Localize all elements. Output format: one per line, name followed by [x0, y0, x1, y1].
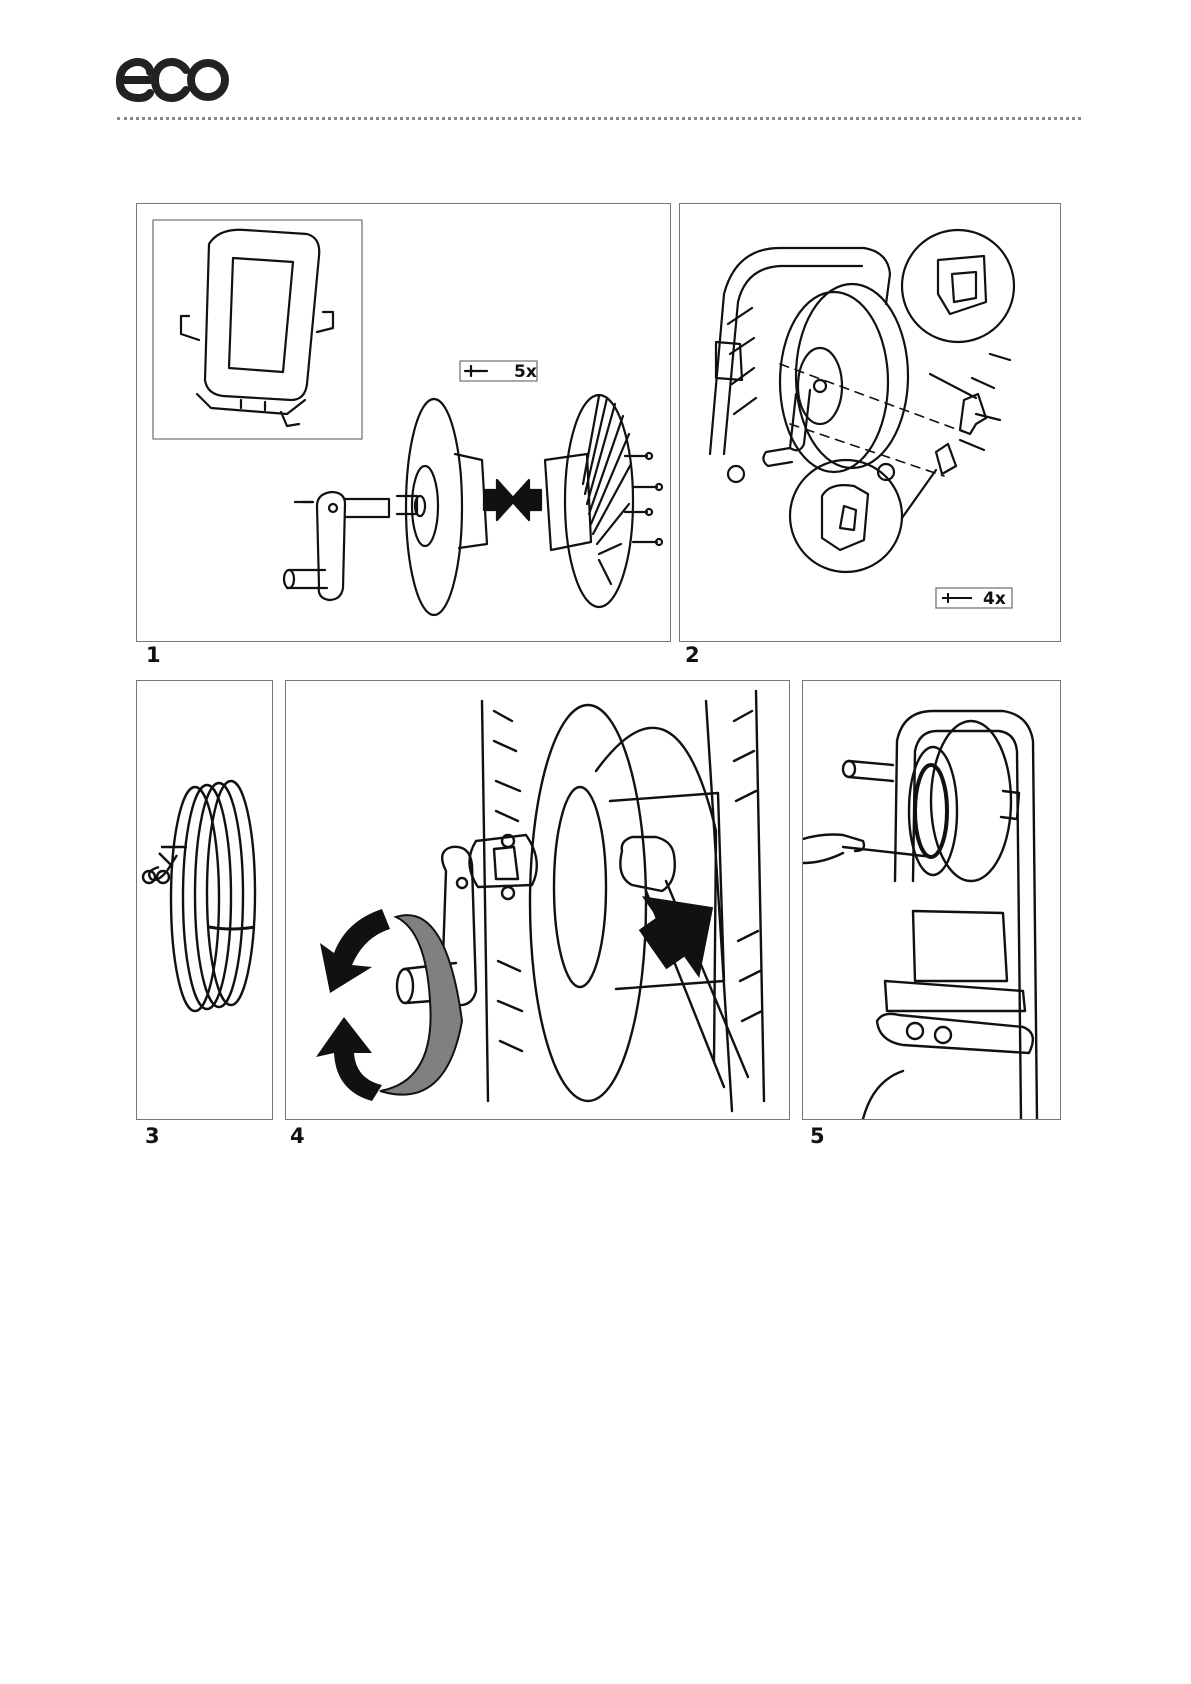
step-1-screw-count: 5x [514, 362, 537, 382]
step-2-number: 2 [685, 643, 700, 667]
step-3-illustration [137, 681, 272, 1119]
step-4-number: 4 [290, 1124, 305, 1148]
header-dotted-rule [117, 117, 1081, 120]
step-1-panel: 5x [136, 203, 671, 642]
step-5-panel [802, 680, 1061, 1120]
step-5-number: 5 [810, 1124, 825, 1148]
step-3-number: 3 [145, 1124, 160, 1148]
eco-logo [112, 52, 232, 108]
step-5-illustration [803, 681, 1060, 1119]
step-1-illustration: 5x [137, 204, 670, 641]
step-4-panel [285, 680, 790, 1120]
step-2-panel: 4x [679, 203, 1061, 642]
step-4-illustration [286, 681, 789, 1119]
step-2-screw-count: 4x [983, 589, 1006, 609]
step-3-panel [136, 680, 273, 1120]
step-1-number: 1 [146, 643, 161, 667]
step-2-illustration: 4x [680, 204, 1060, 641]
